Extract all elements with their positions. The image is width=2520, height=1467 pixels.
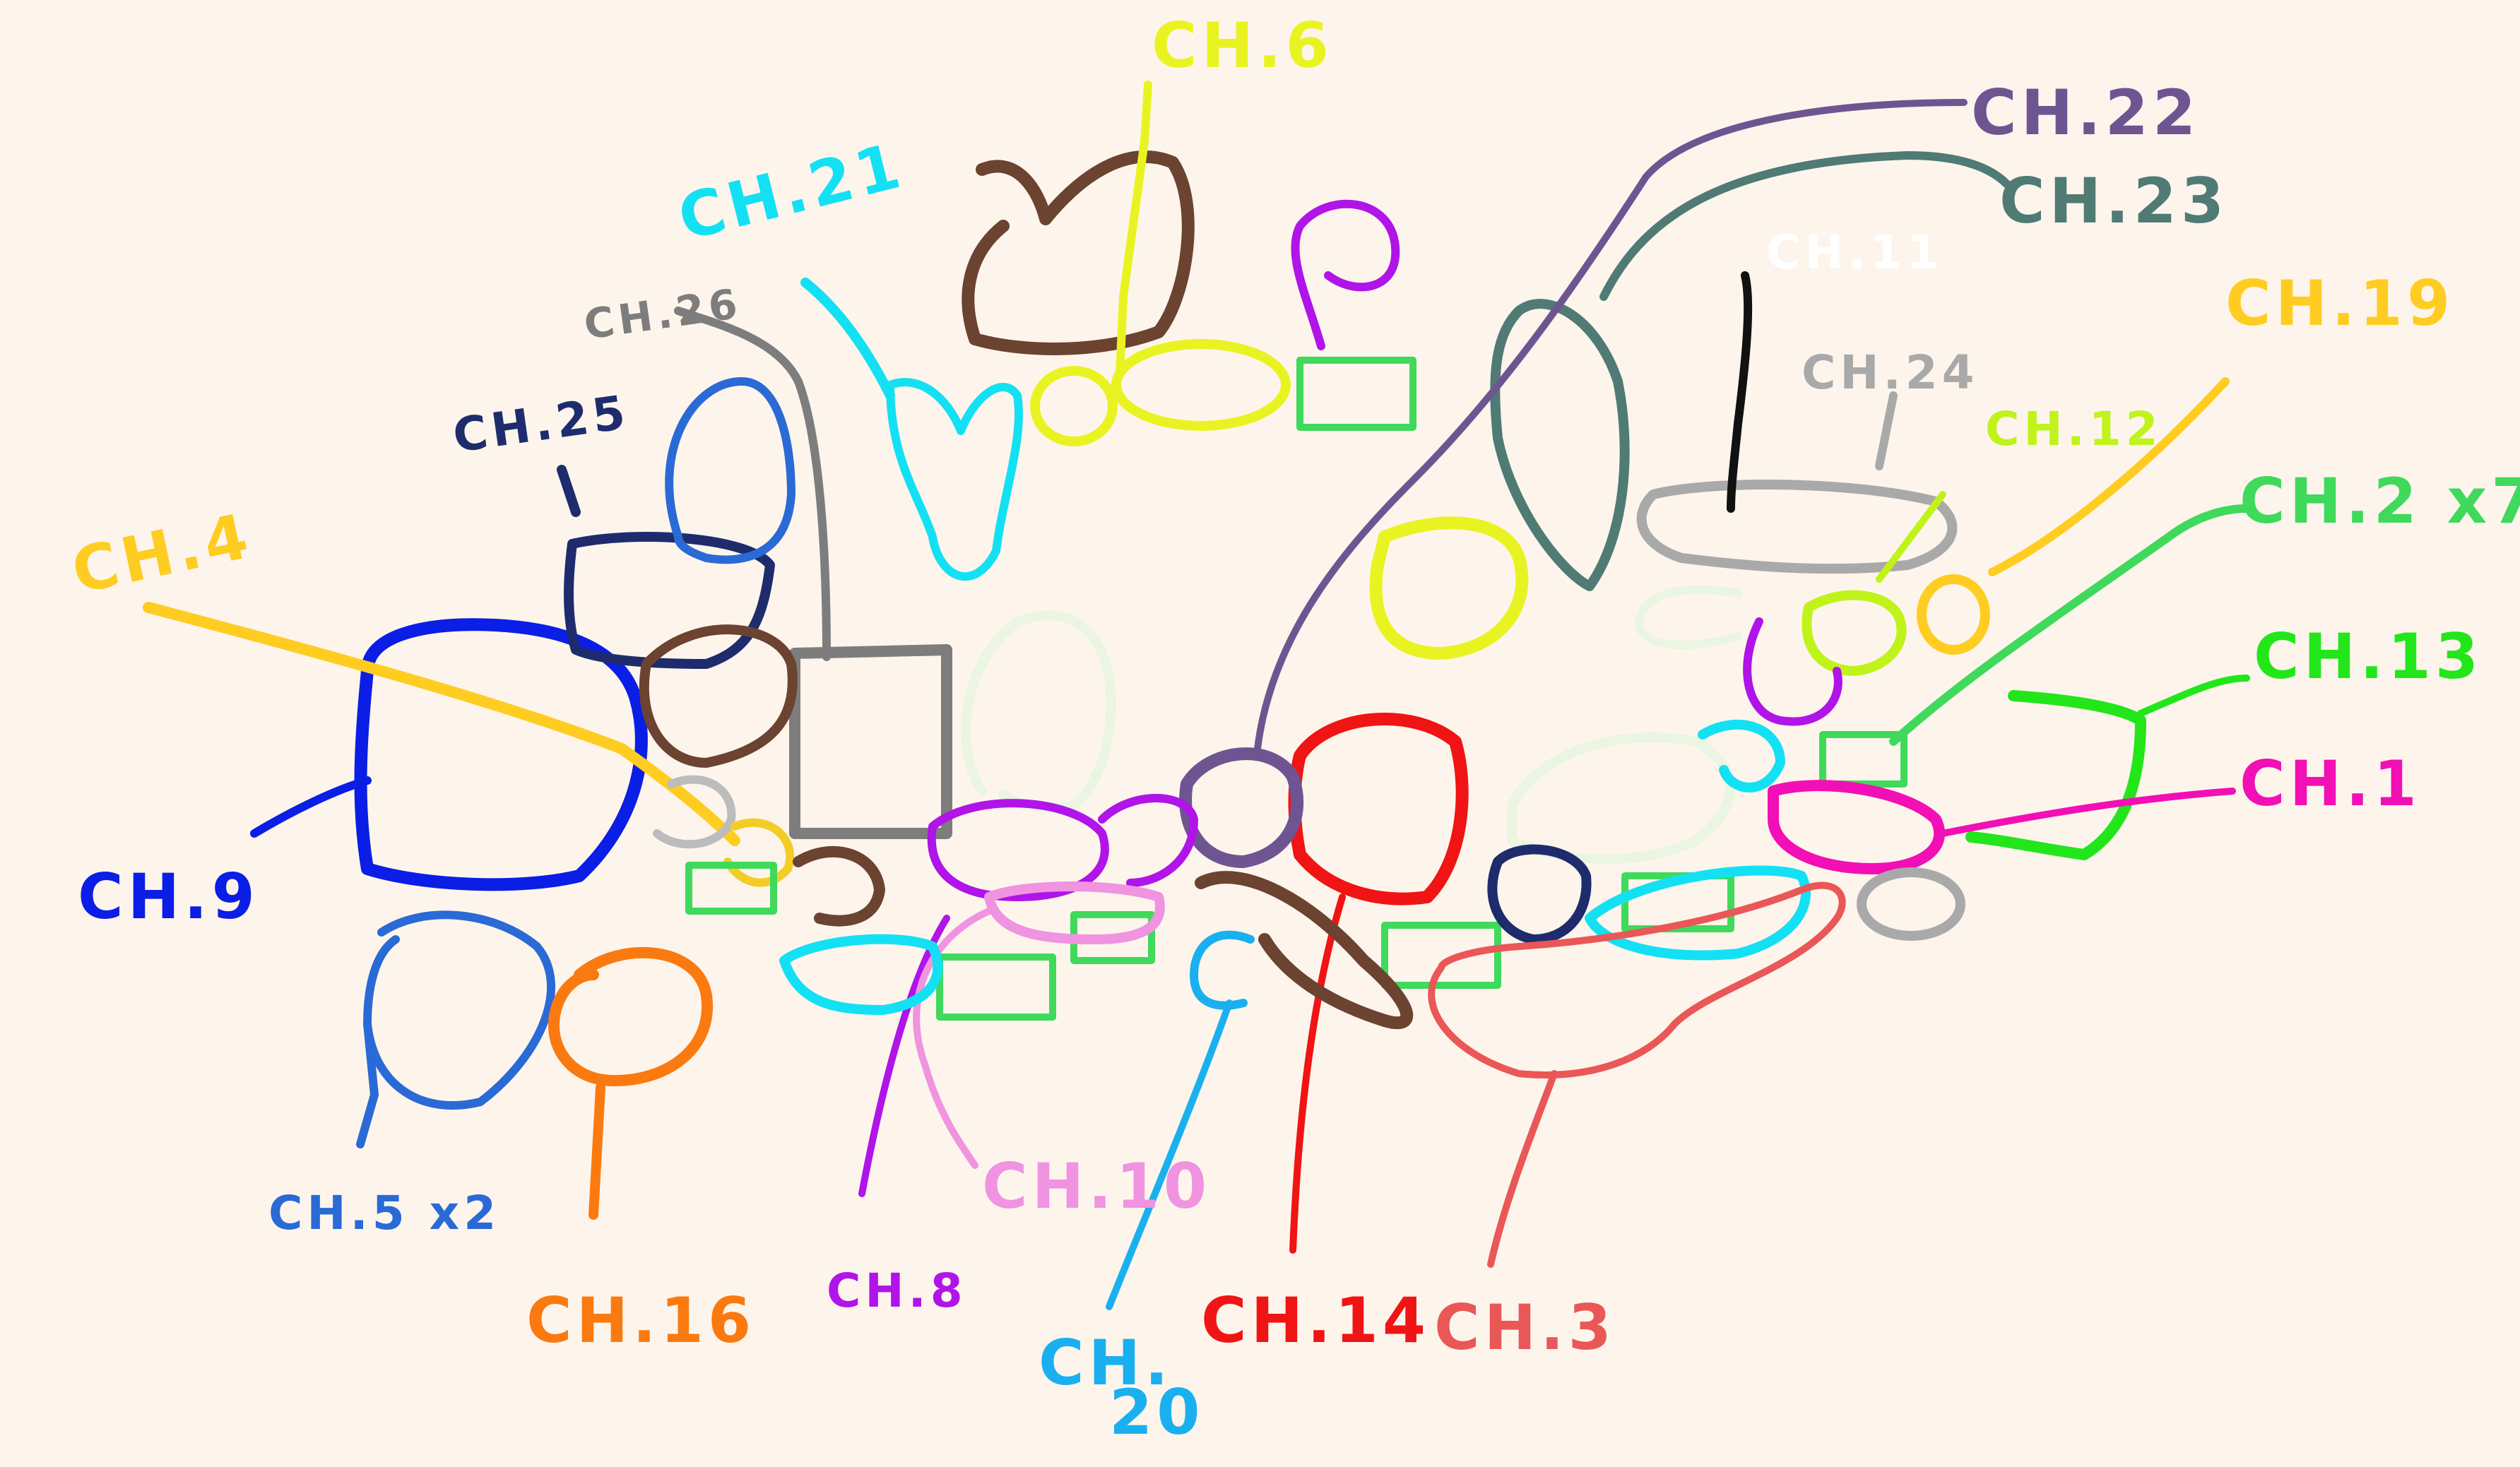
ch2-leader	[1889, 504, 2251, 746]
ch19-shape	[1917, 574, 1990, 655]
label-ch14: CH.14	[1201, 1284, 1430, 1357]
ch9-shape	[354, 618, 648, 891]
ch11-leader	[1727, 271, 1753, 513]
ch25-shape	[564, 532, 775, 669]
label-ch24: CH.24	[1802, 345, 1979, 400]
yellow-curl-shape	[723, 818, 795, 887]
yellow-mid-shape	[1369, 516, 1529, 660]
yellow-oval-2	[1030, 366, 1118, 446]
label-ch21: CH.21	[671, 129, 911, 254]
ch1-leader	[1939, 788, 2236, 837]
ch24-shape	[1636, 480, 1958, 574]
label-ch6: CH.6	[1152, 9, 1333, 82]
label-ch5: CH.5 x2	[268, 1186, 500, 1240]
brown-shape-right	[1195, 871, 1414, 1030]
ch14-leader	[1289, 893, 1346, 1254]
ch6-leader	[1116, 81, 1152, 379]
label-ch4: CH.4	[66, 499, 259, 607]
ch21-shape	[886, 378, 1023, 581]
ch12-leader	[1876, 491, 1946, 583]
label-ch25: CH.25	[450, 385, 633, 463]
label-ch20-line1: CH.	[1039, 1326, 1173, 1399]
purple-center-shape	[927, 799, 1109, 901]
ch3-leader	[1487, 1070, 1558, 1268]
ch26-leader	[674, 307, 831, 661]
label-ch23: CH.23	[1999, 165, 2228, 237]
ch25-leader	[557, 465, 581, 517]
navy-small-shape	[1487, 844, 1592, 944]
cyan-right-small	[1698, 720, 1785, 792]
ch22-shape	[1179, 747, 1304, 868]
ch16-shape	[548, 946, 714, 1086]
purple-right-shape	[1743, 617, 1842, 726]
ch3-shape	[1428, 881, 1846, 1079]
ch13-shape	[1965, 690, 2146, 860]
green-rect-1	[685, 862, 777, 915]
label-ch12: CH.12	[1985, 402, 2163, 456]
ch9-leader	[250, 776, 372, 838]
label-ch11: CH.11	[1766, 225, 1944, 280]
label-ch10: CH.10	[982, 1150, 1211, 1223]
ch24-leader	[1875, 391, 1898, 470]
green-rect-4	[1381, 922, 1501, 989]
label-ch8: CH.8	[827, 1264, 967, 1318]
yellow-oval-1	[1111, 339, 1291, 431]
ch21-leader	[800, 278, 895, 400]
label-ch9: CH.9	[78, 860, 259, 933]
ch20-leader	[1106, 999, 1233, 1310]
ch13-leader	[2137, 675, 2250, 717]
label-ch1: CH.1	[2240, 747, 2421, 820]
label-ch22: CH.22	[1971, 76, 2200, 149]
ch20-shape	[1190, 930, 1255, 1010]
ch5-top-shape	[665, 377, 795, 564]
green-rect-2	[936, 954, 1056, 1021]
brown-small-center	[793, 846, 885, 927]
label-ch20-line2: 20	[1109, 1376, 1204, 1449]
purple-center-shape-2	[1098, 794, 1198, 887]
ch16-leader	[588, 1083, 605, 1220]
cyan-right-shape	[1585, 865, 1811, 961]
ch5-leader	[356, 1020, 379, 1148]
label-ch3: CH.3	[1434, 1291, 1616, 1364]
purple-top-shape	[1291, 199, 1400, 350]
label-ch2: CH.2 x7	[2240, 465, 2520, 537]
ch1-shape	[1768, 780, 1946, 874]
cyan-center-shape	[779, 934, 943, 1015]
label-ch19: CH.19	[2225, 267, 2454, 340]
ch23-shape	[1490, 299, 1630, 591]
ch19-leader	[1988, 377, 2230, 576]
label-ch16: CH.16	[526, 1284, 755, 1357]
ch10-leader	[913, 908, 993, 1169]
ch10-shape	[984, 881, 1165, 944]
ch23-leader	[1599, 151, 2011, 301]
ch26-shape	[789, 644, 952, 839]
white-oval-right	[1507, 732, 1735, 865]
grey-curl-shape	[653, 775, 736, 849]
grey-circle-right	[1857, 867, 1965, 941]
label-ch13: CH.13	[2254, 620, 2483, 693]
ch22-leader	[1254, 99, 1968, 752]
ch4-leader	[143, 602, 740, 846]
green-rect-3	[1296, 357, 1416, 431]
ch5-bottom-shape	[363, 910, 556, 1110]
label-ch26: CH.26	[581, 279, 744, 348]
white-shape-center	[961, 610, 1116, 814]
white-curl-right	[1635, 585, 1742, 650]
ch12-shape	[1802, 590, 1907, 676]
brown-shape-left	[639, 624, 798, 768]
ch6-shape	[962, 150, 1195, 355]
ch14-shape	[1288, 713, 1469, 905]
